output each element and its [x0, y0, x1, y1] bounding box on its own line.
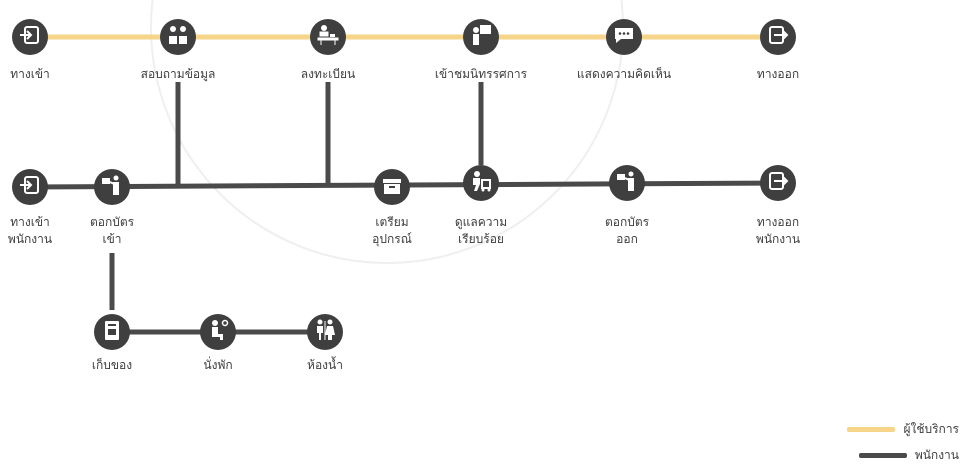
label-staff-exit: ทางออกพนักงาน — [756, 214, 800, 248]
legend-staff-label: พนักงาน — [914, 448, 959, 462]
viewer-board-icon — [468, 22, 494, 52]
legend-user: ผู้ใช้บริการ — [847, 420, 959, 439]
label-line: เก็บของ — [91, 358, 133, 372]
time-clock-icon — [99, 172, 125, 202]
people-talking-icon — [165, 22, 191, 52]
label-line: ทางเข้า — [10, 67, 50, 81]
time-clock-icon — [614, 168, 640, 198]
node-clock-out — [609, 165, 645, 201]
node-staff-exit — [760, 165, 796, 201]
label-storage: เก็บของ — [92, 357, 132, 374]
node-prepare — [374, 169, 410, 205]
label-line: เรียบร้อย — [458, 232, 504, 246]
seated-person-icon — [205, 317, 231, 347]
node-storage — [94, 314, 130, 350]
label-line: พนักงาน — [755, 232, 801, 246]
legend-user-label: ผู้ใช้บริการ — [903, 422, 959, 436]
label-line: ลงทะเบียน — [300, 67, 356, 81]
label-line: เตรียม — [375, 215, 409, 229]
label-clock-in: ตอกบัตรเข้า — [90, 214, 134, 248]
label-line: ทางเข้า — [10, 215, 50, 229]
label-inquiry: สอบถามข้อมูล — [141, 66, 216, 83]
exit-icon — [765, 22, 791, 52]
speech-bubble-icon — [611, 22, 637, 52]
label-line: ดูแลความ — [454, 215, 508, 229]
label-line: ทางออก — [756, 215, 800, 229]
label-exit: ทางออก — [757, 66, 799, 83]
label-line: ห้องน้ำ — [307, 358, 343, 372]
label-line: อุปกรณ์ — [372, 232, 412, 246]
label-line: แสดงความคิดเห็น — [576, 67, 672, 81]
label-line: พนักงาน — [7, 232, 53, 246]
label-restroom: ห้องน้ำ — [307, 357, 343, 374]
label-tidy: ดูแลความเรียบร้อย — [455, 214, 507, 248]
label-feedback: แสดงความคิดเห็น — [577, 66, 671, 83]
label-exhibition: เข้าชมนิทรรศการ — [435, 66, 527, 83]
node-register — [310, 19, 346, 55]
node-rest — [200, 314, 236, 350]
node-inquiry — [160, 19, 196, 55]
node-feedback — [606, 19, 642, 55]
label-line: ทางออก — [756, 67, 800, 81]
legend-staff: พนักงาน — [858, 446, 959, 465]
exit-icon — [765, 168, 791, 198]
enter-icon — [17, 22, 43, 52]
node-tidy — [463, 165, 499, 201]
label-line: สอบถามข้อมูล — [140, 67, 216, 81]
equipment-box-icon — [379, 172, 405, 202]
node-exhibition — [463, 19, 499, 55]
label-line: เข้าชมนิทรรศการ — [434, 67, 528, 81]
label-line: นั่งพัก — [203, 358, 233, 372]
legend-staff-swatch — [858, 453, 907, 458]
enter-icon — [17, 172, 43, 202]
node-exit — [760, 19, 796, 55]
label-line: ตอกบัตร — [89, 215, 135, 229]
label-clock-out: ตอกบัตรออก — [605, 214, 649, 248]
label-register: ลงทะเบียน — [301, 66, 356, 83]
label-line: เข้า — [102, 232, 122, 246]
node-staff-entrance — [12, 169, 48, 205]
label-staff-entrance: ทางเข้าพนักงาน — [8, 214, 52, 248]
cart-cleaning-icon — [468, 168, 494, 198]
node-restroom — [307, 314, 343, 350]
label-prepare: เตรียมอุปกรณ์ — [372, 214, 412, 248]
legend-user-swatch — [847, 427, 896, 432]
label-line: ออก — [616, 232, 638, 246]
label-entrance: ทางเข้า — [10, 66, 50, 83]
label-line: ตอกบัตร — [604, 215, 650, 229]
register-desk-icon — [315, 22, 341, 52]
restroom-icon — [312, 317, 338, 347]
label-rest: นั่งพัก — [203, 357, 232, 374]
node-entrance — [12, 19, 48, 55]
locker-icon — [99, 317, 125, 347]
node-clock-in — [94, 169, 130, 205]
